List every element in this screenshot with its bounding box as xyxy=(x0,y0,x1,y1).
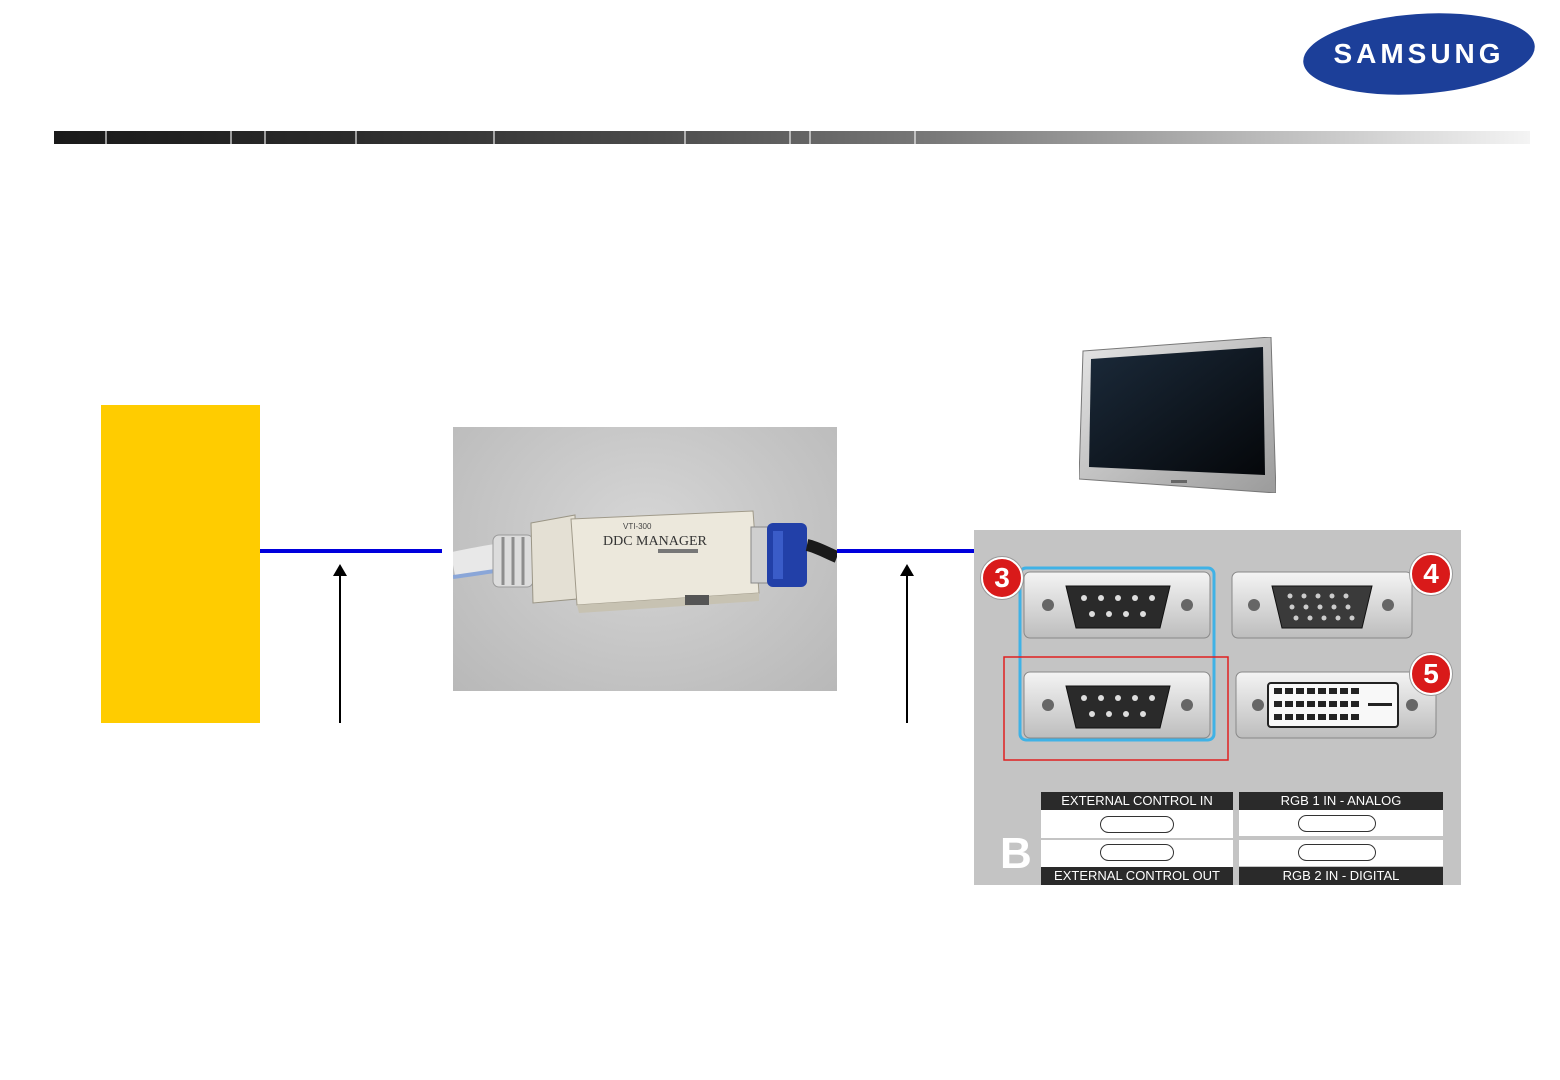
plasma-monitor xyxy=(1079,337,1276,493)
arrow-up-right-shaft xyxy=(906,574,908,723)
logo-text: SAMSUNG xyxy=(1303,14,1535,94)
label-rgb1-analog: RGB 1 IN - ANALOG xyxy=(1239,792,1443,810)
samsung-logo: SAMSUNG xyxy=(1303,14,1535,94)
cable-ddc-to-panel xyxy=(837,549,974,553)
cable-pc-to-ddc xyxy=(260,549,442,553)
badge-4: 4 xyxy=(1410,553,1452,595)
pc-box xyxy=(101,405,260,723)
label-external-control-in: EXTERNAL CONTROL IN xyxy=(1041,792,1233,810)
badge-5: 5 xyxy=(1410,653,1452,695)
svg-text:VTI-300: VTI-300 xyxy=(623,522,652,531)
label-external-control-out: EXTERNAL CONTROL OUT xyxy=(1041,867,1233,885)
pill-rgb1 xyxy=(1298,815,1376,832)
ddc-device-illustration: VTI-300 DDC MANAGER xyxy=(453,427,837,691)
pill-in xyxy=(1100,816,1174,833)
panel-ports-illustration xyxy=(974,530,1461,790)
pill-out xyxy=(1100,844,1174,861)
arrow-up-left-shaft xyxy=(339,574,341,723)
ddc-manager-photo: VTI-300 DDC MANAGER xyxy=(453,427,837,691)
badge-3: 3 xyxy=(981,557,1023,599)
label-rgb2-digital: RGB 2 IN - DIGITAL xyxy=(1239,867,1443,885)
monitor-illustration xyxy=(1079,337,1276,493)
header-bar xyxy=(54,131,1530,144)
ddc-label: DDC MANAGER xyxy=(603,534,708,549)
rear-panel: 3 4 5 EXTERNAL CONTROL IN EXTERNAL CONTR… xyxy=(974,530,1461,885)
panel-letter: B xyxy=(1000,832,1032,876)
pill-rgb2 xyxy=(1298,844,1376,861)
